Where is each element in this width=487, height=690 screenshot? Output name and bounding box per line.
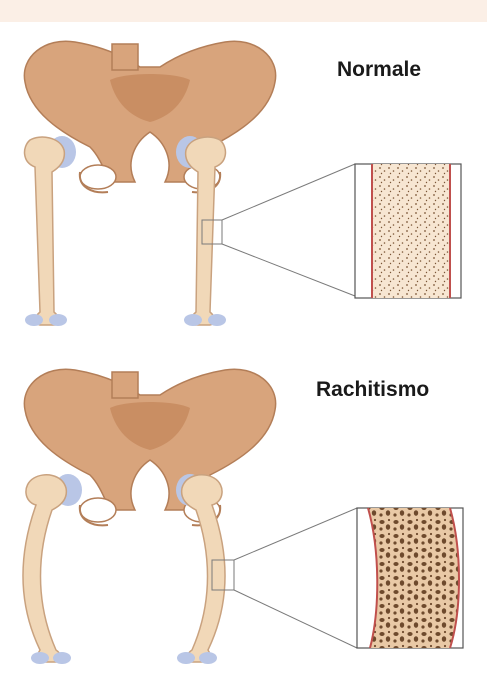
callout-line-top-normal (222, 164, 355, 220)
top-band (0, 0, 487, 22)
cross-section-rickets (357, 508, 463, 648)
cross-section-normal (355, 164, 461, 298)
femur-left-normal (25, 137, 67, 326)
normal-panel: Normale (0, 22, 487, 352)
label-rickets: Rachitismo (316, 378, 429, 402)
callout-line-top-rickets (234, 508, 357, 560)
rickets-panel: Rachitismo (0, 350, 487, 680)
callout-line-bottom-rickets (234, 590, 357, 648)
pelvis-normal (24, 41, 275, 192)
label-normal: Normale (337, 58, 421, 82)
femur-right-normal (184, 137, 226, 326)
callout-line-bottom-normal (222, 244, 355, 296)
